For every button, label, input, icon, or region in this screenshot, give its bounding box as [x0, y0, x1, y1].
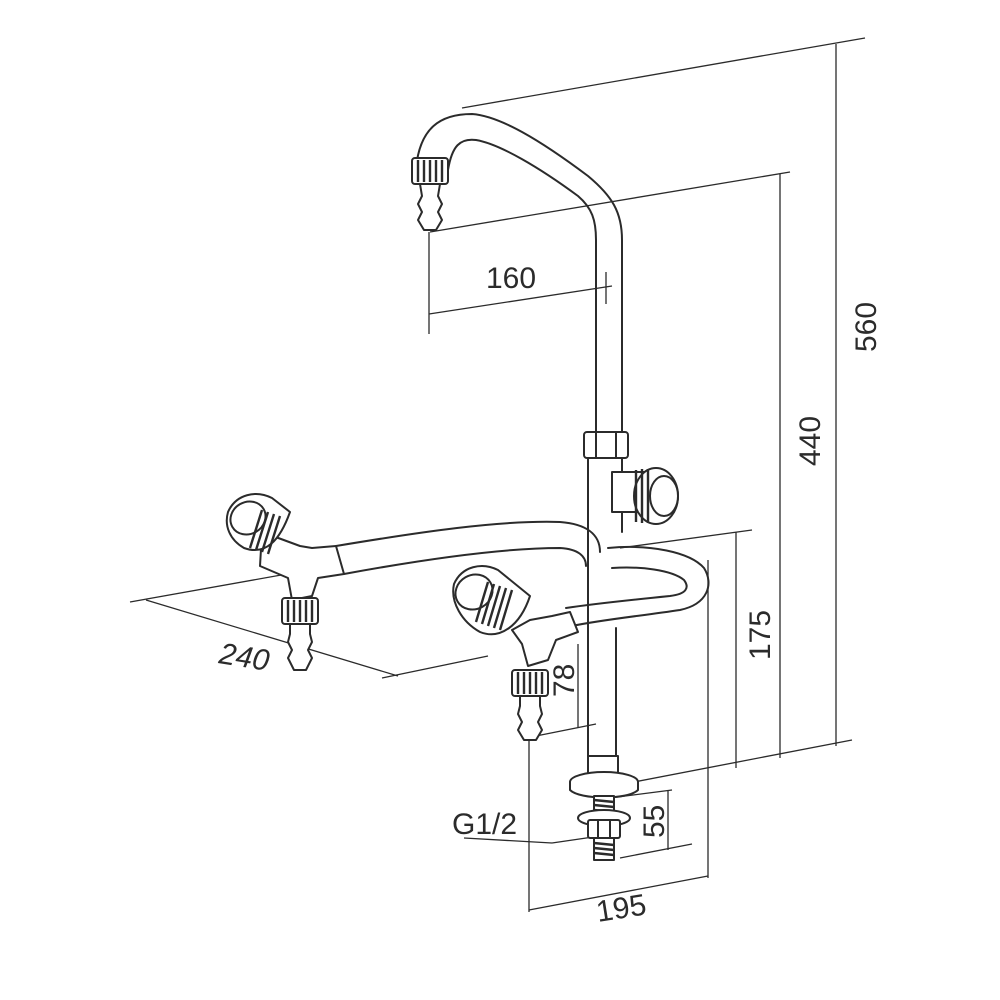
- dim-55-bottom-extension: [619, 843, 693, 859]
- dimension-labels: 160 560 440 175 240 78 55 195 G1/2: [216, 262, 883, 929]
- dim-bottom-extension: [633, 739, 853, 783]
- dim-label-175: 175: [744, 610, 777, 660]
- dim-label-240: 240: [216, 637, 272, 678]
- dim-195-line: [528, 875, 709, 911]
- front-outlet: [452, 565, 579, 741]
- thread-size-label: G1/2: [452, 808, 517, 841]
- dimension-lines: [129, 37, 866, 912]
- dim-240-left-extension: [129, 571, 299, 603]
- thread-leader-line: [463, 837, 553, 844]
- dim-label-160: 160: [486, 262, 536, 295]
- dim-240-line: [145, 599, 399, 677]
- dim-440-top-extension: [429, 171, 791, 233]
- dim-78-bottom-extension: [535, 723, 597, 737]
- left-outlet: [225, 493, 345, 671]
- dim-240-right-extension: [381, 655, 489, 679]
- spout: [415, 113, 623, 433]
- base-mount: [569, 755, 639, 861]
- dim-label-560: 560: [850, 302, 883, 352]
- back-cross-pipe: [335, 520, 601, 575]
- dim-label-55: 55: [638, 805, 671, 838]
- dim-label-78: 78: [548, 664, 581, 697]
- dim-label-195: 195: [594, 888, 649, 928]
- dim-label-440: 440: [794, 416, 827, 466]
- front-cross-pipe: [565, 545, 710, 627]
- dim-160-line: [428, 285, 613, 315]
- spout-nozzle: [411, 157, 449, 231]
- main-column: [583, 431, 629, 761]
- dim-560-top-extension: [461, 37, 866, 109]
- column-valve-handle: [611, 467, 679, 525]
- dim-175-top-extension: [619, 529, 753, 549]
